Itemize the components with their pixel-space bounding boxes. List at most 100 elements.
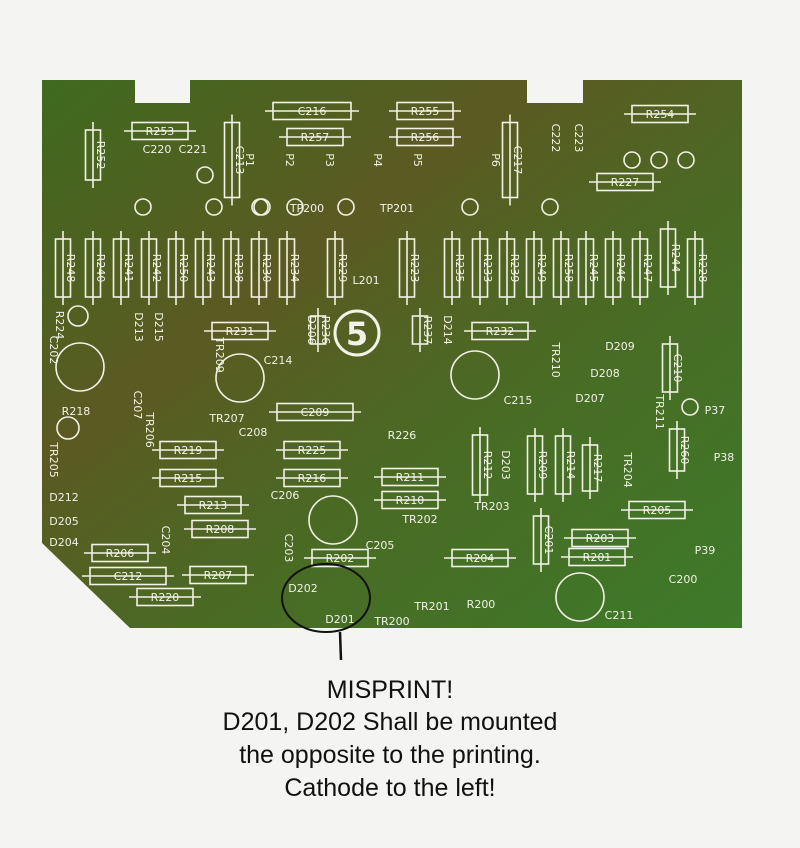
silkscreen-label-r206: R206 <box>106 547 135 560</box>
pad-ring <box>251 198 269 216</box>
component-outline-r215 <box>159 468 217 488</box>
silkscreen-label-c215: C215 <box>504 394 533 407</box>
silkscreen-label-p1: P1 <box>243 153 256 167</box>
silkscreen-label-r249: R249 <box>535 254 548 283</box>
silkscreen-label-r200: R200 <box>467 598 496 611</box>
silkscreen-label-r254: R254 <box>646 108 675 121</box>
silkscreen-label-r230: R230 <box>260 254 273 283</box>
silkscreen-label-r211: R211 <box>396 471 425 484</box>
silkscreen-label-r227: R227 <box>611 176 640 189</box>
component-outline-c216 <box>272 101 352 121</box>
component-outline-r214 <box>554 435 572 495</box>
silkscreen-label-r226: R226 <box>388 429 417 442</box>
component-outline-r201 <box>568 547 626 567</box>
silkscreen-label-l201: L201 <box>352 274 379 287</box>
silkscreen-label-d213: D213 <box>132 312 145 341</box>
silkscreen-label-p6: P6 <box>489 153 502 167</box>
silkscreen-label-tr207: TR207 <box>208 412 244 425</box>
silkscreen-label-r205: R205 <box>643 504 672 517</box>
silkscreen-label-d205: D205 <box>49 515 78 528</box>
component-outline-r257 <box>286 127 344 147</box>
silkscreen-label-r223: R223 <box>408 254 421 283</box>
silkscreen-label-r216: R216 <box>298 472 327 485</box>
silkscreen-label-tp201: TP201 <box>379 202 414 215</box>
component-outline-r207 <box>189 565 247 585</box>
silkscreen-label-p37: P37 <box>705 404 726 417</box>
component-outline-r237 <box>411 315 429 345</box>
component-outline-c209 <box>276 402 354 422</box>
silkscreen-label-r214: R214 <box>564 451 577 480</box>
silkscreen-label-c201: C201 <box>542 526 555 555</box>
component-outline-r255 <box>396 101 454 121</box>
silkscreen-label-r215: R215 <box>174 472 203 485</box>
misprint-circle-marker <box>281 563 371 633</box>
component-outline-r209 <box>526 435 544 495</box>
component-outline-c201 <box>532 515 550 565</box>
silkscreen-label-d209: D209 <box>605 340 634 353</box>
pcb-board <box>42 80 742 628</box>
silkscreen-label-c200: C200 <box>669 573 698 586</box>
silkscreen-label-c209: C209 <box>301 406 330 419</box>
silkscreen-label-r244: R244 <box>669 244 682 273</box>
misprint-pointer-line <box>338 631 343 661</box>
silkscreen-label-r236: R236 <box>319 316 332 345</box>
silkscreen-label-c222: C222 <box>549 124 562 153</box>
component-outline-r234 <box>278 238 296 298</box>
component-outline-r254 <box>631 104 689 124</box>
silkscreen-label-c207: C207 <box>131 391 144 420</box>
component-outline-r247 <box>631 238 649 298</box>
component-outline-r223 <box>398 238 416 298</box>
component-outline-r250 <box>167 238 185 298</box>
silkscreen-label-r260: R260 <box>678 436 691 465</box>
silkscreen-label-r220: R220 <box>151 591 180 604</box>
silkscreen-label-r228: R228 <box>696 254 709 283</box>
silkscreen-label-p2: P2 <box>283 153 296 167</box>
silkscreen-label-d203: D203 <box>499 450 512 479</box>
component-outline-r258 <box>552 238 570 298</box>
silkscreen-label-p3: P3 <box>323 153 336 167</box>
silkscreen-label-r224: R224 <box>53 311 66 340</box>
silkscreen-label-r210: R210 <box>396 494 425 507</box>
component-outline-r256 <box>396 127 454 147</box>
component-outline-r252 <box>84 129 102 181</box>
silkscreen-label-c217: C217 <box>511 146 524 175</box>
component-outline-r242 <box>140 238 158 298</box>
silkscreen-label-r212: R212 <box>481 451 494 480</box>
board-number: 5 <box>346 315 368 353</box>
annotation-line-4: Cathode to the left! <box>284 774 496 802</box>
silkscreen-label-tr204: TR204 <box>621 451 634 487</box>
silkscreen-label-tr202: TR202 <box>401 513 437 526</box>
silkscreen-label-r233: R233 <box>481 254 494 283</box>
silkscreen-label-c213: C213 <box>233 146 246 175</box>
silkscreen-label-c208: C208 <box>239 426 268 439</box>
pad-ring <box>461 198 479 216</box>
silkscreen-label-p38: P38 <box>714 451 735 464</box>
silkscreen-label-c220: C220 <box>143 143 172 156</box>
electrolytic-capacitor-outline <box>55 342 105 392</box>
silkscreen-label-r208: R208 <box>206 523 235 536</box>
component-outline-r233 <box>471 238 489 298</box>
silkscreen-label-r242: R242 <box>150 254 163 283</box>
silkscreen-label-tr206: TR206 <box>143 411 156 447</box>
component-outline-r211 <box>381 467 439 487</box>
silkscreen-label-r201: R201 <box>583 551 612 564</box>
pad-ring <box>650 151 668 169</box>
component-outline-r225 <box>283 440 341 460</box>
silkscreen-label-c204: C204 <box>159 526 172 555</box>
silkscreen-label-r239: R239 <box>508 254 521 283</box>
electrolytic-capacitor-outline <box>308 495 358 545</box>
silkscreen-label-r253: R253 <box>146 125 175 138</box>
electrolytic-capacitor-outline <box>450 350 500 400</box>
silkscreen-label-r235: R235 <box>453 254 466 283</box>
silkscreen-label-r218: R218 <box>62 405 91 418</box>
silkscreen-label-r250: R250 <box>177 254 190 283</box>
annotation-line-1: MISPRINT! <box>326 676 454 704</box>
electrolytic-capacitor-outline <box>215 353 265 403</box>
silkscreen-label-r231: R231 <box>226 325 255 338</box>
silkscreen-label-tr210: TR210 <box>549 341 562 377</box>
component-outline-r239 <box>498 238 516 298</box>
component-outline-r246 <box>604 238 622 298</box>
silkscreen-label-r232: R232 <box>486 325 515 338</box>
component-outline-r241 <box>112 238 130 298</box>
silkscreen-label-c221: C221 <box>179 143 208 156</box>
